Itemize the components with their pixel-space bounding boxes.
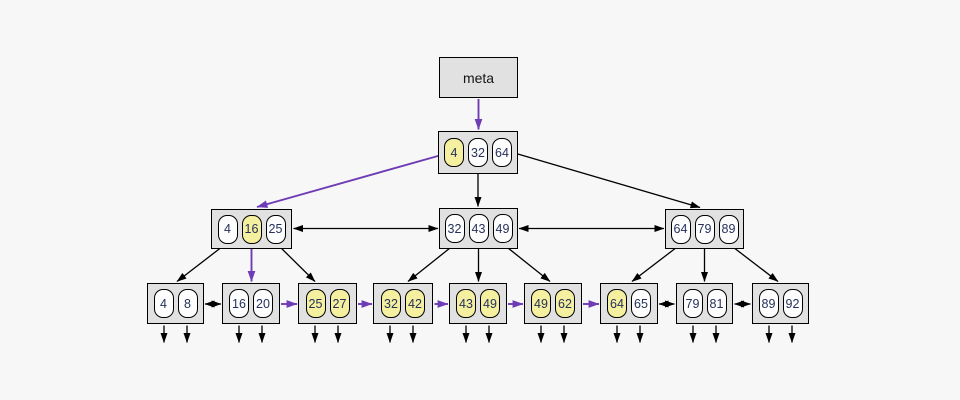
tree-key-64-highlighted: 64 [607,289,627,318]
tree-key-16: 16 [229,289,249,318]
tree-key-62-highlighted: 62 [555,289,575,318]
meta-node: meta [439,57,518,98]
tree-key-27-highlighted: 27 [329,289,350,318]
tree-key-43: 43 [468,214,489,243]
tree-key-25: 25 [265,214,286,244]
tree-key-49: 49 [492,214,513,243]
tree-key-79: 79 [682,289,703,318]
tree-key-89: 89 [718,214,739,244]
tree-key-4: 4 [153,289,174,318]
edge-root-i0-traversal [256,153,446,208]
tree-key-43-highlighted: 43 [456,289,476,318]
tree-key-81: 81 [706,289,727,318]
edge-root-i2 [510,151,701,209]
tree-key-4: 4 [217,214,238,244]
tree-key-49-highlighted: 49 [480,289,500,318]
tree-key-20: 20 [253,289,273,318]
tree-key-8: 8 [177,289,198,318]
tree-key-65: 65 [631,289,651,318]
tree-key-64: 64 [670,214,691,244]
tree-key-16-highlighted: 16 [241,214,262,244]
edge-i1-l5 [502,243,551,283]
edge-i2-l8 [728,243,779,283]
tree-key-64: 64 [492,138,512,167]
edge-i2-l6 [631,243,682,283]
tree-key-89: 89 [758,289,779,318]
edge-i1-l3 [407,243,456,283]
tree-key-42-highlighted: 42 [405,289,425,318]
tree-key-32-highlighted: 32 [381,289,401,318]
meta-node-label: meta [462,69,495,86]
tree-key-4-highlighted: 4 [444,138,464,167]
tree-key-32: 32 [444,214,465,243]
tree-key-32: 32 [468,138,488,167]
tree-key-25-highlighted: 25 [305,289,326,318]
tree-key-92: 92 [782,289,803,318]
tree-key-49-highlighted: 49 [531,289,551,318]
tree-key-79: 79 [694,214,715,244]
